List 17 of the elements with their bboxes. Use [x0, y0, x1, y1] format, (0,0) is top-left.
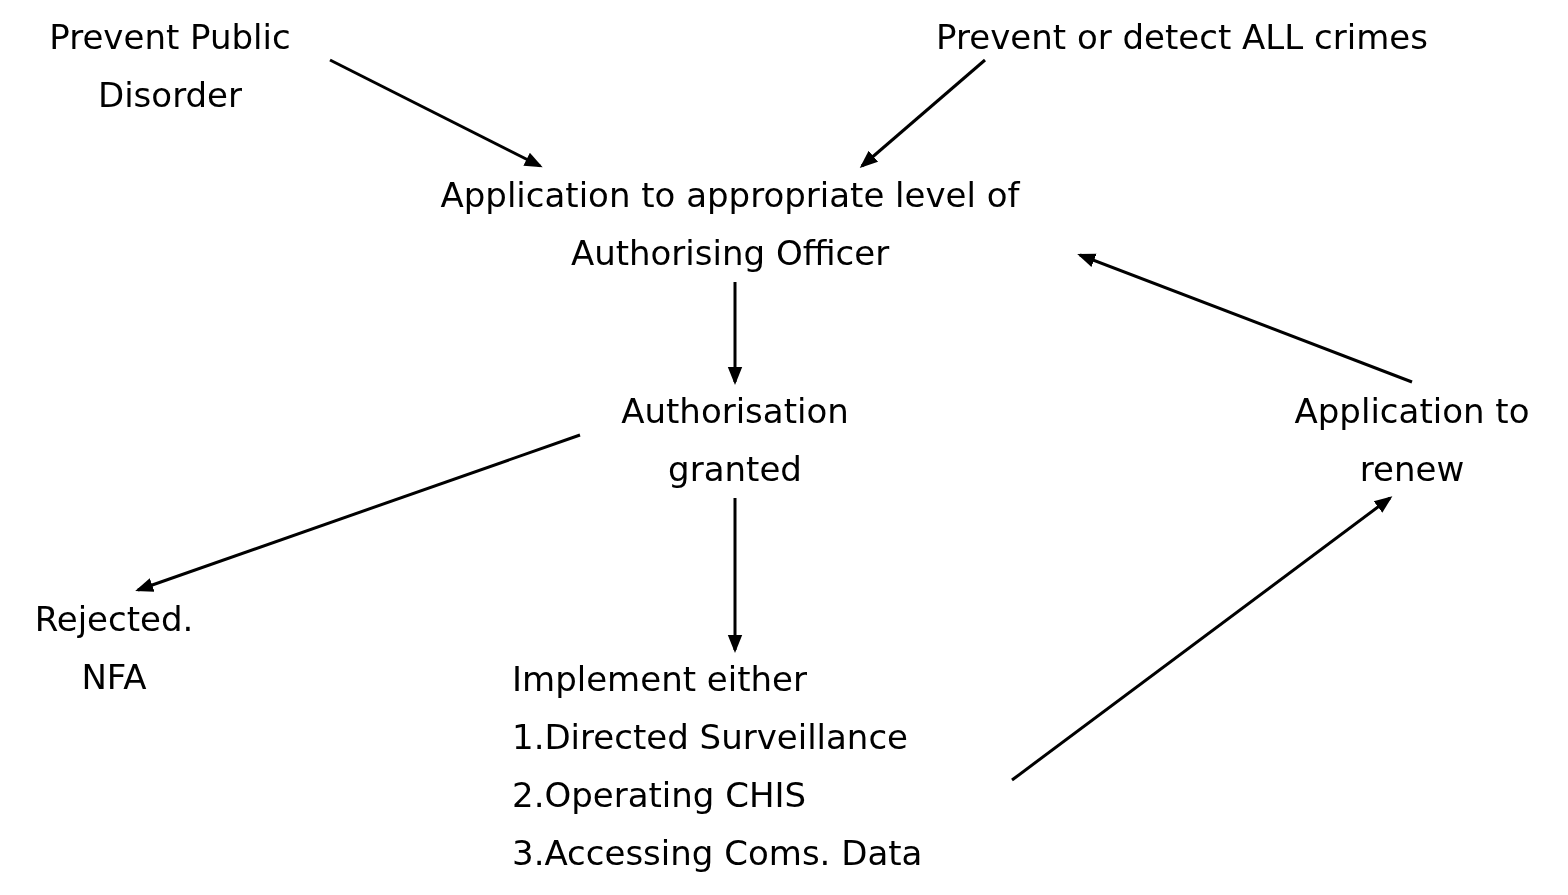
node-text: 3.Accessing Coms. Data: [512, 832, 923, 875]
node-text: 2.Operating CHIS: [512, 774, 807, 817]
arrow: [135, 433, 581, 592]
node-text: Implement either: [512, 658, 807, 701]
node-text: Prevent Public Disorder: [48, 16, 292, 117]
node-text: 1.Directed Surveillance: [512, 716, 909, 759]
arrow: [1011, 496, 1393, 782]
node-text: Prevent or detect ALL crimes: [936, 16, 1428, 59]
arrow: [329, 58, 543, 168]
arrow: [859, 58, 986, 168]
node-text: Authorisation granted: [620, 390, 850, 491]
node-text: Rejected. NFA: [33, 598, 195, 699]
arrow: [1077, 253, 1413, 384]
node-text: Application to appropriate level of Authorising Officer: [439, 174, 1021, 275]
arrow: [727, 498, 743, 653]
arrow: [727, 282, 743, 385]
node-text: Application to renew: [1293, 390, 1531, 491]
